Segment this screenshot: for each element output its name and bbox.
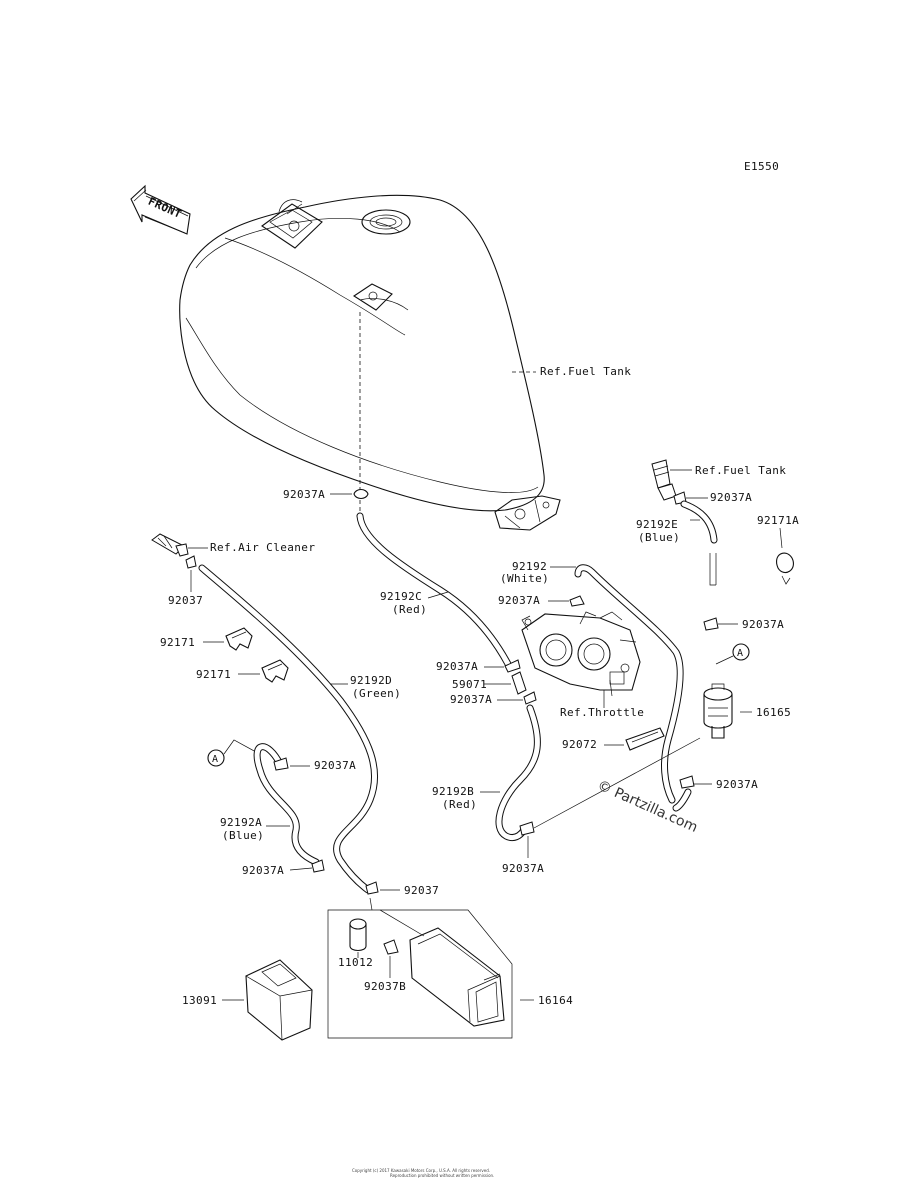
label-92037A-1: 92037A bbox=[283, 488, 325, 501]
label-92192D: 92192D bbox=[350, 674, 392, 687]
callout-a-left: A bbox=[207, 739, 257, 767]
clip-92171-2 bbox=[261, 659, 289, 683]
label-92192C: 92192C bbox=[380, 590, 422, 603]
label-92037A-10: 92037A bbox=[716, 778, 758, 791]
label-13091: 13091 bbox=[182, 994, 217, 1007]
label-92037-1: 92037 bbox=[168, 594, 203, 607]
label-92171-2: 92171 bbox=[196, 668, 231, 681]
label-92192A: 92192A bbox=[220, 816, 262, 829]
label-92192B-color: (Red) bbox=[442, 798, 477, 811]
label-59071: 59071 bbox=[452, 678, 487, 691]
fuel-tank bbox=[179, 194, 561, 531]
label-92192E: 92192E bbox=[636, 518, 678, 531]
label-92072: 92072 bbox=[562, 738, 597, 751]
label-92192B: 92192B bbox=[432, 785, 474, 798]
label-ref-air-cleaner: Ref.Air Cleaner bbox=[210, 541, 315, 554]
label-92037A-6: 92037A bbox=[742, 618, 784, 631]
label-92037B: 92037B bbox=[364, 980, 406, 993]
label-ref-fuel-tank-1: Ref.Fuel Tank bbox=[540, 365, 631, 378]
vacuum-valve-16165 bbox=[703, 683, 733, 739]
label-16164: 16164 bbox=[538, 994, 573, 1007]
label-92192D-color: (Green) bbox=[352, 687, 401, 700]
throttle-body bbox=[521, 611, 641, 697]
label-92192E-color: (Blue) bbox=[638, 531, 680, 544]
label-92171A: 92171A bbox=[757, 514, 799, 527]
label-11012: 11012 bbox=[338, 956, 373, 969]
band-92072 bbox=[625, 727, 665, 751]
footer-line-1: Copyright (c) 2017 Kawasaki Motors Corp.… bbox=[352, 1168, 490, 1173]
air-cleaner-fitting bbox=[151, 533, 189, 557]
clamp-92037A-1 bbox=[353, 488, 369, 500]
label-ref-fuel-tank-2: Ref.Fuel Tank bbox=[695, 464, 786, 477]
label-92037-2: 92037 bbox=[404, 884, 439, 897]
label-92037A-9: 92037A bbox=[242, 864, 284, 877]
label-92192C-color: (Red) bbox=[392, 603, 427, 616]
diagram-code: E1550 bbox=[744, 160, 779, 173]
label-92192-color: (White) bbox=[500, 572, 549, 585]
label-92037A-7: 92037A bbox=[502, 862, 544, 875]
fuel-tank-fitting bbox=[651, 459, 677, 501]
label-92037A-4: 92037A bbox=[436, 660, 478, 673]
label-92171-1: 92171 bbox=[160, 636, 195, 649]
filter-11012 bbox=[349, 918, 367, 952]
front-arrow-icon: FRONT bbox=[130, 184, 191, 235]
callout-a-right-label: A bbox=[737, 648, 743, 659]
label-92037A-5: 92037A bbox=[450, 693, 492, 706]
label-92192: 92192 bbox=[512, 560, 547, 573]
callout-a-right: A bbox=[715, 643, 750, 665]
callout-a-left-label: A bbox=[212, 754, 218, 765]
clip-92171-1 bbox=[225, 627, 253, 651]
label-16165: 16165 bbox=[756, 706, 791, 719]
front-label: FRONT bbox=[146, 195, 183, 221]
label-92037A-8: 92037A bbox=[314, 759, 356, 772]
box-13091 bbox=[245, 959, 313, 1041]
label-92037A-3: 92037A bbox=[498, 594, 540, 607]
label-92192A-color: (Blue) bbox=[222, 829, 264, 842]
label-ref-throttle: Ref.Throttle bbox=[560, 706, 644, 719]
band-92171A bbox=[776, 552, 794, 585]
footer-line-2: Reproduction prohibited without written … bbox=[390, 1173, 494, 1178]
label-92037A-2: 92037A bbox=[710, 491, 752, 504]
canister-assembly-16164 bbox=[327, 897, 513, 1039]
